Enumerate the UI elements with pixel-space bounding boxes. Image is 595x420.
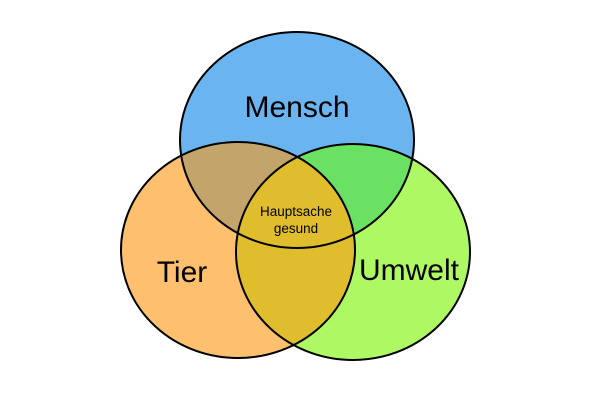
label-tier: Tier [157,256,208,289]
label-mensch: Mensch [244,91,349,124]
label-center-line1: Hauptsache [260,204,332,219]
outline-tier [120,141,356,359]
outline-umwelt [235,143,471,361]
label-center-line2: gesund [274,221,318,236]
outline-mensch [179,31,415,249]
overlap-all [236,144,355,248]
label-umwelt: Umwelt [359,254,460,287]
